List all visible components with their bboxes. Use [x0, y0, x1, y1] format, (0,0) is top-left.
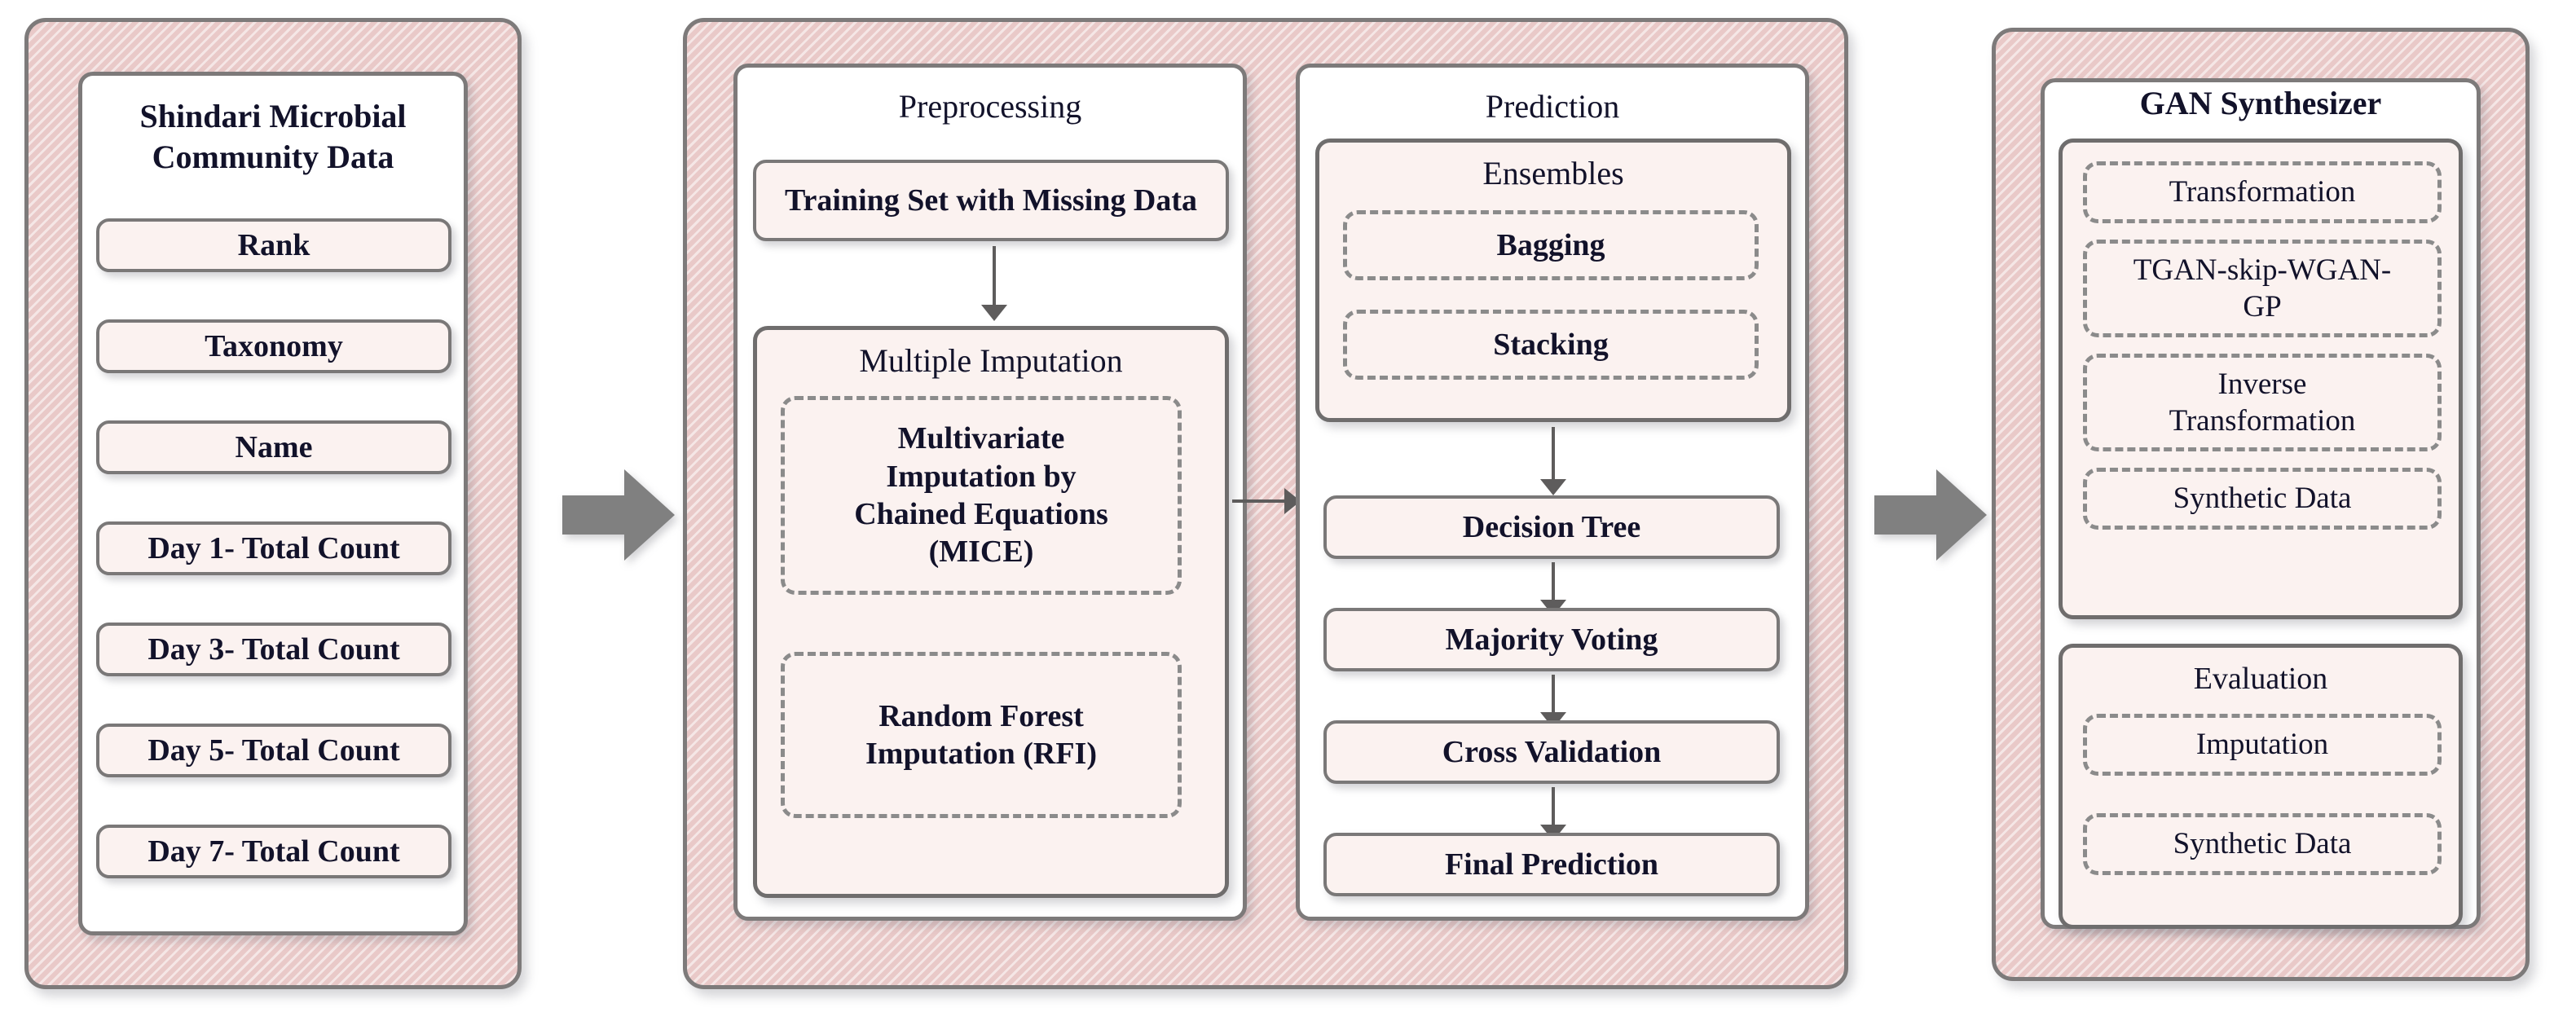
- page-title: Shindari Microbial Community Data: [139, 98, 407, 175]
- preprocessing-title: Preprocessing: [898, 88, 1082, 125]
- block-arrow-data-to-preprocessing: [562, 466, 676, 564]
- gan-step-tgan-skip-wgan-gp[interactable]: TGAN-skip-WGAN- GP: [2083, 240, 2442, 337]
- data-field-taxonomy[interactable]: Taxonomy: [96, 319, 451, 373]
- prediction-step-majority-voting[interactable]: Majority Voting: [1323, 608, 1780, 671]
- prediction-step-final-prediction[interactable]: Final Prediction: [1323, 833, 1780, 896]
- ensembles-title: Ensembles: [1482, 155, 1624, 191]
- evaluation-title: Evaluation: [2193, 662, 2328, 696]
- panel-shindari-microbial-community-data: [78, 72, 468, 935]
- block-arrow-prediction-to-gan: [1874, 466, 1988, 564]
- data-field-day-3-total-count[interactable]: Day 3- Total Count: [96, 623, 451, 676]
- multiple-imputation-title: Multiple Imputation: [859, 342, 1123, 379]
- data-field-day-1-total-count[interactable]: Day 1- Total Count: [96, 521, 451, 575]
- prediction-step-cross-validation[interactable]: Cross Validation: [1323, 720, 1780, 784]
- data-field-rank[interactable]: Rank: [96, 218, 451, 272]
- prediction-title: Prediction: [1485, 88, 1620, 125]
- data-field-day-7-total-count[interactable]: Day 7- Total Count: [96, 825, 451, 878]
- gan-step-inverse-transformation[interactable]: Inverse Transformation: [2083, 354, 2442, 451]
- gan-step-transformation[interactable]: Transformation: [2083, 161, 2442, 223]
- arrow-preprocessing-to-prediction: [1232, 485, 1301, 517]
- evaluation-item-synthetic-data[interactable]: Synthetic Data: [2083, 813, 2442, 875]
- gan-synthesizer-title: GAN Synthesizer: [2139, 85, 2382, 121]
- prediction-step-decision-tree[interactable]: Decision Tree: [1323, 495, 1780, 559]
- method-mice-box[interactable]: Multivariate Imputation by Chained Equat…: [781, 396, 1182, 595]
- ensemble-bagging-box[interactable]: Bagging: [1343, 210, 1759, 280]
- training-set-with-missing-data-box[interactable]: Training Set with Missing Data: [753, 160, 1229, 241]
- gan-step-synthetic-data[interactable]: Synthetic Data: [2083, 468, 2442, 530]
- group-evaluation: [2059, 644, 2463, 929]
- data-field-day-5-total-count[interactable]: Day 5- Total Count: [96, 724, 451, 777]
- arrow-ensembles-to-decision-tree: [1537, 427, 1570, 495]
- method-random-forest-imputation-box[interactable]: Random Forest Imputation (RFI): [781, 652, 1182, 818]
- evaluation-item-imputation[interactable]: Imputation: [2083, 714, 2442, 776]
- data-field-name[interactable]: Name: [96, 420, 451, 474]
- arrow-training-set-to-multiple-imputation: [978, 246, 1011, 321]
- ensemble-stacking-box[interactable]: Stacking: [1343, 310, 1759, 380]
